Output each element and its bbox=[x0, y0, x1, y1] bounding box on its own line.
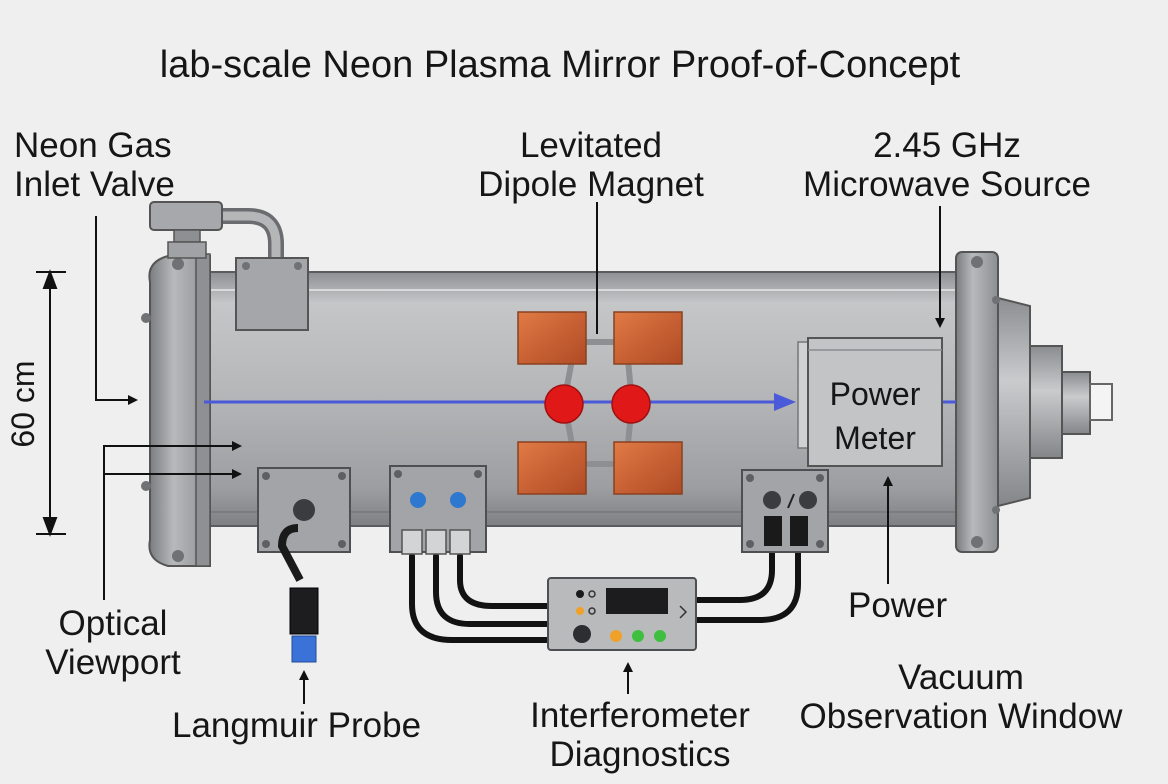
label-line: Viewport bbox=[45, 643, 181, 683]
label-neon-gas-inlet-valve: Neon Gas Inlet Valve bbox=[14, 126, 175, 204]
label-line: 2.45 GHz bbox=[873, 126, 1021, 165]
neon-gas-inlet-valve bbox=[149, 201, 309, 331]
indicator-led-icon bbox=[654, 630, 666, 642]
langmuir-probe-port bbox=[257, 467, 351, 663]
dimension-marker bbox=[36, 269, 66, 537]
cable-connector-icon bbox=[401, 529, 423, 555]
levitated-dipole-magnet bbox=[517, 311, 683, 495]
label-optical-viewport: Optical Viewport bbox=[20, 604, 206, 682]
arrow-icon bbox=[103, 441, 242, 600]
label-line: Meter bbox=[834, 420, 916, 457]
knob-icon bbox=[293, 499, 315, 521]
label-dipole-magnet: Levitated Dipole Magnet bbox=[460, 126, 722, 204]
label-line: Observation Window bbox=[799, 697, 1123, 737]
label-power: Power bbox=[848, 586, 948, 625]
right-flange bbox=[955, 251, 1000, 553]
indicator-led-icon bbox=[410, 492, 426, 508]
label-microwave-source: 2.45 GHz Microwave Source bbox=[782, 126, 1112, 204]
probe-tip bbox=[291, 635, 317, 663]
cable-connector-icon bbox=[764, 516, 782, 546]
label-line: Dipole Magnet bbox=[478, 165, 704, 205]
indicator-led-icon bbox=[450, 492, 466, 508]
leader-lines bbox=[95, 202, 945, 704]
label-line: Inlet Valve bbox=[14, 165, 175, 205]
page-title: lab-scale Neon Plasma Mirror Proof-of-Co… bbox=[159, 44, 961, 86]
right-end-cone bbox=[989, 294, 1113, 510]
display-screen bbox=[606, 588, 668, 614]
label-line: Microwave Source bbox=[803, 165, 1091, 205]
indicator-led-icon bbox=[632, 630, 644, 642]
label-line: Interferometer bbox=[530, 696, 750, 735]
knob-icon bbox=[763, 491, 781, 509]
cable-connector-icon bbox=[449, 529, 471, 555]
indicator-led-icon bbox=[610, 630, 622, 642]
beam-arrow-icon bbox=[774, 393, 796, 411]
label-line: Power bbox=[829, 376, 921, 412]
power-port bbox=[741, 469, 829, 553]
magnet-coil bbox=[517, 311, 587, 365]
knob-icon bbox=[799, 491, 817, 509]
magnet-coil bbox=[517, 441, 587, 495]
label-langmuir-probe: Langmuir Probe bbox=[172, 706, 422, 745]
diagnostic-cables bbox=[409, 547, 801, 643]
left-flange bbox=[141, 253, 211, 567]
label-line: Diagnostics bbox=[549, 735, 731, 775]
label-line: Levitated bbox=[519, 126, 663, 165]
arrow-icon bbox=[95, 216, 138, 405]
magnet-coil bbox=[613, 311, 683, 365]
cable-connector-icon bbox=[790, 516, 808, 546]
cable-connector-icon bbox=[425, 529, 447, 555]
label-vacuum-observation-window: Vacuum Observation Window bbox=[774, 658, 1148, 736]
magnet-core bbox=[544, 384, 584, 424]
label-power-meter: Power Meter bbox=[808, 372, 942, 460]
interferometer-port bbox=[389, 465, 487, 555]
label-line: Vacuum bbox=[898, 658, 1024, 697]
diagnostics-control-unit bbox=[547, 577, 697, 651]
magnet-core bbox=[611, 384, 651, 424]
label-line: Optical bbox=[58, 604, 168, 643]
label-line: Neon Gas bbox=[14, 126, 172, 165]
label-interferometer-diagnostics: Interferometer Diagnostics bbox=[512, 696, 768, 774]
knob-icon bbox=[573, 625, 591, 643]
label-dimension-60cm: 60 cm bbox=[5, 360, 42, 448]
magnet-coil bbox=[613, 441, 683, 495]
power-meter-box bbox=[797, 337, 943, 467]
